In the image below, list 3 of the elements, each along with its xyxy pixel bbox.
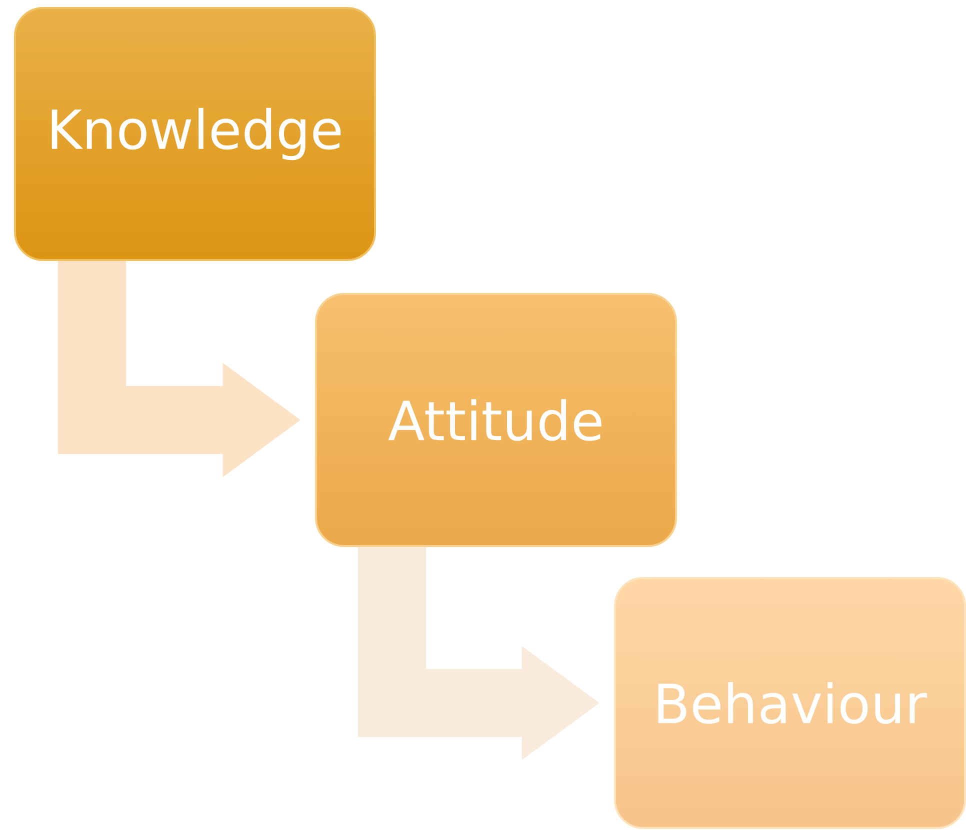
process-box: Knowledge bbox=[14, 7, 376, 261]
process-box: Behaviour bbox=[614, 577, 966, 829]
process-box: Attitude bbox=[315, 293, 677, 547]
